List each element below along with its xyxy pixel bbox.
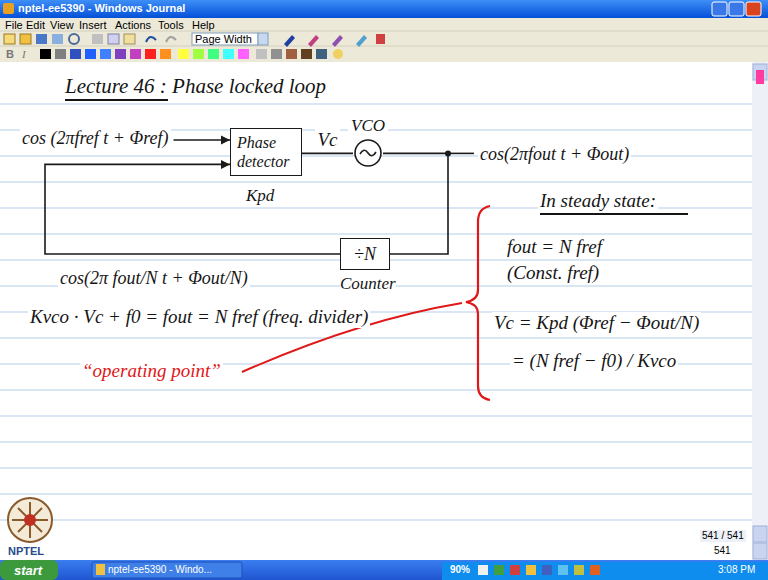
- phase-detector-box: Phase detector: [230, 128, 302, 176]
- counter-box: ÷N: [340, 238, 390, 270]
- annotation-text: Kpd: [244, 186, 276, 206]
- annotation-text: nptel-ee5390 - Windo...: [108, 564, 212, 576]
- node-box: Phase detector: [230, 128, 302, 176]
- node-counter: ÷N Counter: [340, 238, 396, 294]
- output-wire: [448, 153, 474, 155]
- signal-connector: [383, 153, 448, 254]
- vco-outline: [355, 140, 381, 166]
- annotation-text: Insert: [79, 19, 107, 32]
- vco-circle: [353, 138, 383, 168]
- annotation-text: fout = N fref: [505, 236, 604, 258]
- annotation-text: 541: [714, 545, 731, 557]
- signal-connector: [45, 164, 340, 254]
- connector-line: [383, 153, 448, 254]
- annotation-text: Page Width: [195, 33, 252, 46]
- annotation-text: cos (2πfref t + Φref): [20, 128, 171, 149]
- annotation-text: start: [14, 563, 42, 579]
- annotation-text: Edit: [26, 19, 45, 32]
- annotation-text: 541 / 541: [700, 530, 746, 542]
- annotation-text: I: [22, 48, 26, 61]
- annotation-text: “operating point”: [80, 360, 223, 382]
- annotation-text: Actions: [115, 19, 151, 32]
- annotation-text: 90%: [450, 564, 470, 576]
- signal-connector: [302, 153, 353, 154]
- box-text: Phase detector: [237, 133, 295, 171]
- box-text: ÷N: [354, 244, 376, 265]
- signal-label: Vc: [315, 129, 339, 151]
- annotation-text: View: [50, 19, 74, 32]
- annotation-text: 3:08 PM: [718, 564, 755, 576]
- annotation-text: Tools: [158, 19, 184, 32]
- annotation-text: Help: [192, 19, 215, 32]
- annotation-text: (Const. fref): [505, 262, 601, 284]
- annotation-text: File: [5, 19, 23, 32]
- annotation-text: Vc = Kpd (Φref − Φout/N): [492, 312, 701, 334]
- annotation-text: = (N fref − f0) / Kvco: [510, 350, 678, 372]
- annotation-text: cos(2πfout t + Φout): [478, 144, 631, 165]
- annotation-text: Kvco · Vc + f0 = fout = N fref (freq. di…: [28, 306, 370, 328]
- annotation-text: nptel-ee5390 - Windows Journal: [18, 2, 185, 15]
- counter-caption: Counter: [340, 274, 396, 294]
- vco-tilde: [360, 151, 376, 157]
- annotation-text: B: [6, 48, 14, 61]
- connector-line: [302, 153, 353, 155]
- lecture-title: Lecture 46 : Phase locked loop: [63, 74, 328, 98]
- vco-label: VCO: [348, 116, 388, 136]
- arrowhead: [221, 136, 230, 145]
- annotation-text: In steady state:: [538, 190, 658, 212]
- arrowhead: [221, 160, 230, 169]
- connector-line: [45, 164, 340, 254]
- annotation-text: cos(2π fout/N t + Φout/N): [58, 268, 250, 289]
- annotation-text: NPTEL: [8, 545, 44, 558]
- junction-dot: [445, 150, 451, 156]
- node-circle: VCO: [348, 116, 388, 168]
